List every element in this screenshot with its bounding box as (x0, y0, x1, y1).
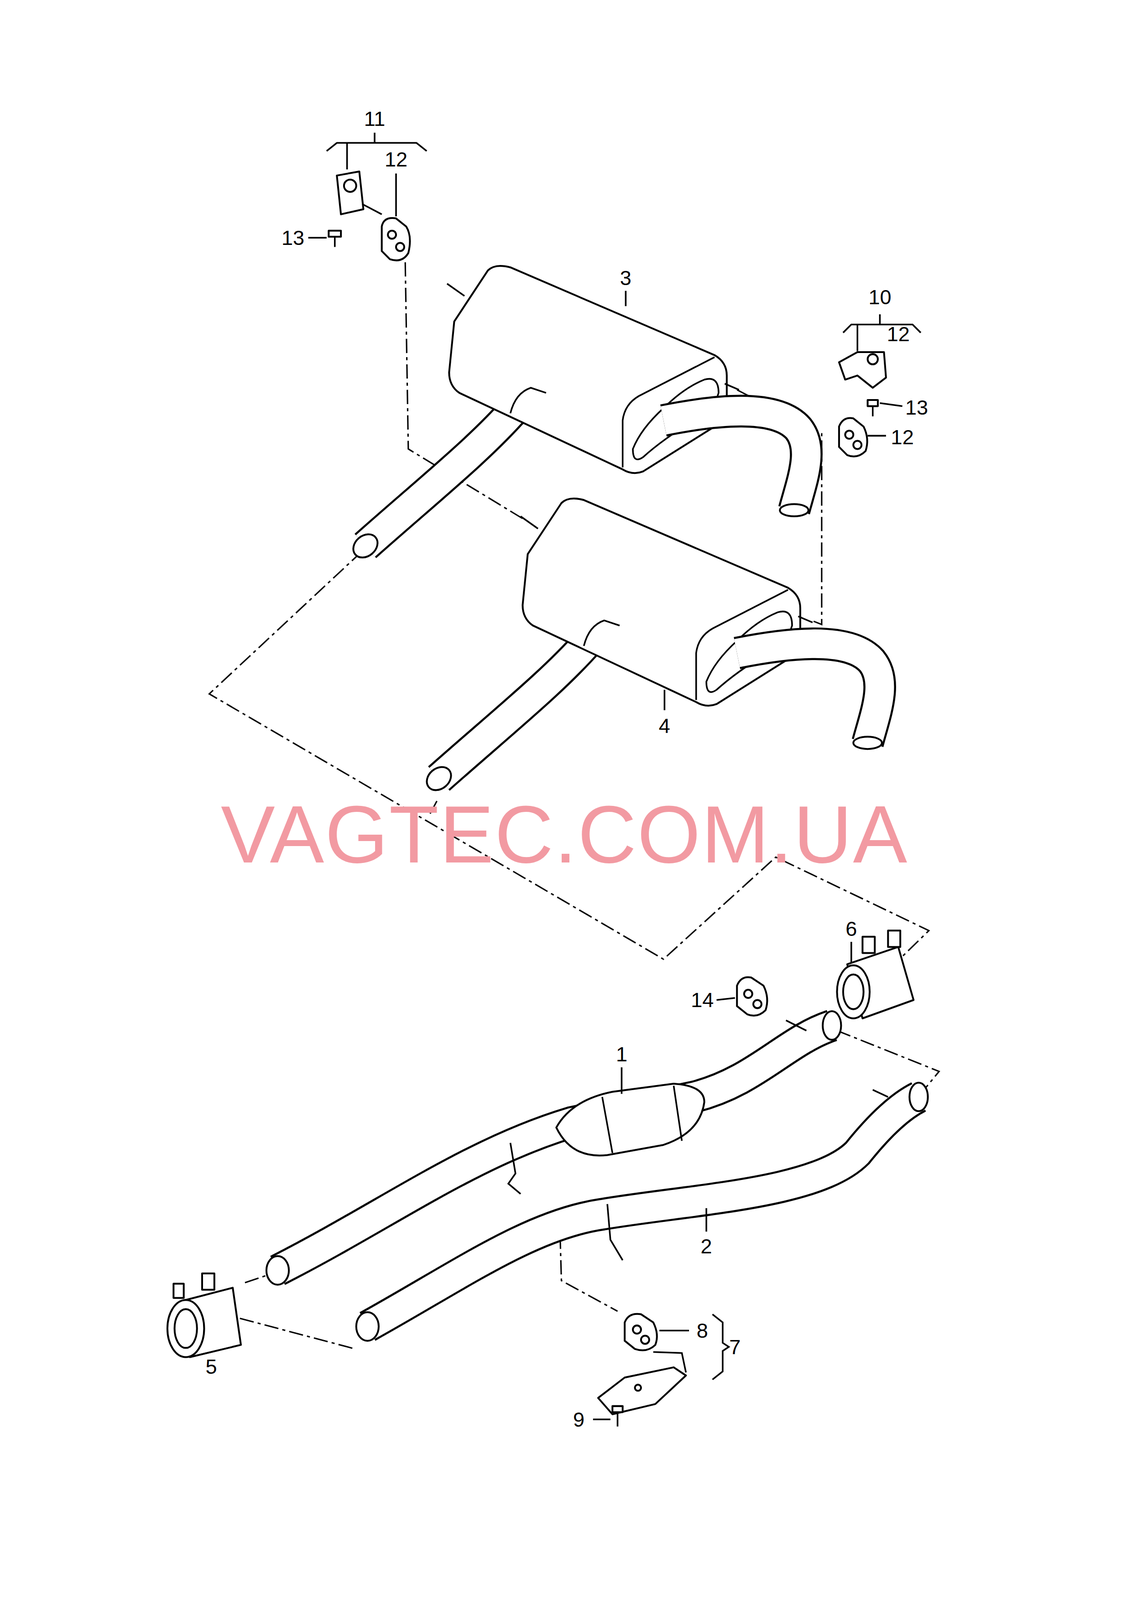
callout-number: 9 (573, 1409, 585, 1430)
callout-number: 10 (868, 286, 892, 308)
callout-number: 13 (281, 227, 305, 249)
callout-number: 2 (700, 1236, 713, 1257)
watermark: VAGTEC.COM.UA (220, 794, 908, 876)
callout-number: 4 (658, 715, 671, 736)
callout-number: 12 (886, 323, 910, 345)
callout-number: 12 (384, 148, 408, 170)
callout-number: 14 (690, 990, 714, 1011)
callout-number: 5 (205, 1356, 218, 1378)
callout-number: 8 (696, 1320, 709, 1342)
callout-number: 12 (891, 426, 914, 448)
callout-number: 3 (620, 267, 632, 288)
callout-number: 6 (845, 918, 857, 939)
callout-number: 1 (615, 1043, 628, 1065)
callout-number: 11 (364, 108, 386, 129)
callout-number: 7 (729, 1337, 741, 1358)
callout-number: 13 (905, 396, 929, 418)
